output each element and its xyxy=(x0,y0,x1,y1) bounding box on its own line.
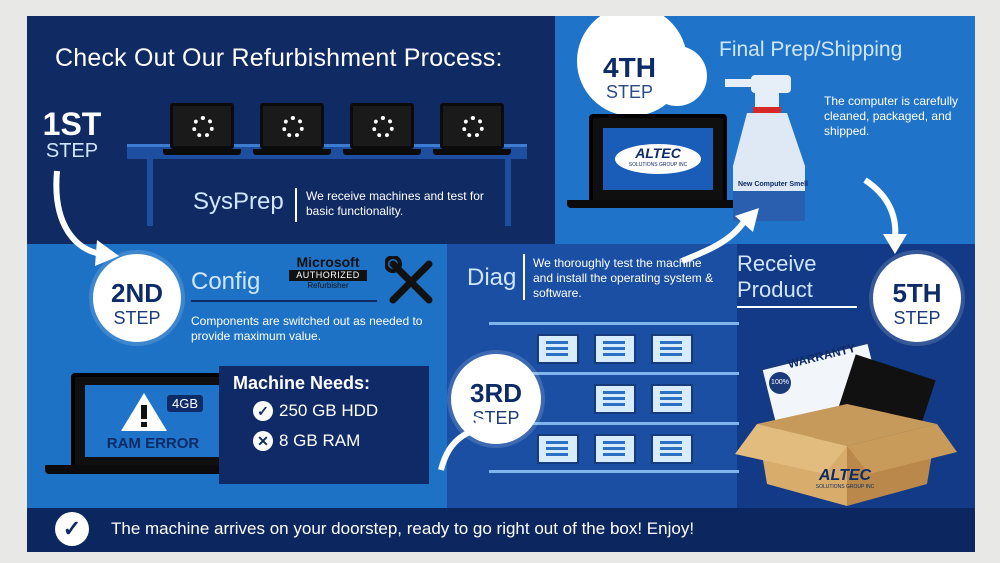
infographic-board: Check Out Our Refurbishment Process: 1ST… xyxy=(27,16,975,552)
sysprep-description: We receive machines and test for basic f… xyxy=(306,189,484,218)
altec-logo: ALTEC SOLUTIONS GROUP INC xyxy=(615,144,701,174)
receive-heading-line2: Product xyxy=(737,277,813,302)
box-logo: ALTEC SOLUTIONS GROUP INC xyxy=(797,467,893,491)
altec-logo-sub: SOLUTIONS GROUP INC xyxy=(628,162,688,168)
laptop-ram-error-icon: 4GB RAM ERROR xyxy=(71,373,235,469)
checklist-monitor-icon xyxy=(594,334,636,364)
diag-heading: Diag xyxy=(467,264,517,291)
diag-description: We thoroughly test the machine and insta… xyxy=(533,256,714,300)
footer-text: The machine arrives on your doorstep, re… xyxy=(111,519,695,538)
laptop-screen: ALTEC SOLUTIONS GROUP INC xyxy=(603,128,713,190)
laptop-screen: 4GB RAM ERROR xyxy=(85,385,221,457)
config-description: Components are switched out as needed to… xyxy=(191,314,423,343)
laptop-base xyxy=(45,465,253,474)
ram-badge: 4GB xyxy=(167,395,204,412)
sysprep-heading: SysPrep xyxy=(193,188,284,215)
step-1-number: 1ST xyxy=(42,106,102,142)
need-item-hdd: ✓ 250 GB HDD xyxy=(253,401,378,421)
rack-shelf xyxy=(489,322,739,371)
box-logo-text: ALTEC xyxy=(818,467,872,484)
checklist-monitor-icon xyxy=(594,384,636,414)
need-item-ram-text: 8 GB RAM xyxy=(279,431,361,450)
check-icon: ✓ xyxy=(253,401,273,421)
need-item-hdd-text: 250 GB HDD xyxy=(279,401,379,420)
final-prep-description: The computer is carefully cleaned, packa… xyxy=(824,94,959,138)
ms-logo-line2: AUTHORIZED xyxy=(289,270,367,281)
step-1-label: 1ST STEP xyxy=(37,108,107,162)
checklist-monitor-icon xyxy=(537,334,579,364)
ram-error-text: RAM ERROR xyxy=(106,435,200,452)
step-5-number: 5TH xyxy=(892,278,942,308)
step-5-word: STEP xyxy=(893,308,941,328)
final-prep-heading: Final Prep/Shipping xyxy=(719,38,903,61)
rack-shelf xyxy=(489,470,739,473)
step-5-badge: 5TH STEP xyxy=(873,254,961,342)
arrow-to-step5-icon xyxy=(863,177,907,254)
step-4-word: STEP xyxy=(605,82,653,102)
checklist-monitor-icon xyxy=(651,334,693,364)
step-3-number: 3RD xyxy=(469,378,522,408)
need-item-ram: ✕ 8 GB RAM xyxy=(253,431,360,451)
step-4-number: 4TH xyxy=(603,52,656,83)
config-heading: Config xyxy=(191,268,261,295)
checklist-monitor-icon xyxy=(537,434,579,464)
step-1-word: STEP xyxy=(45,140,99,162)
spray-bottle-icon xyxy=(725,75,805,221)
altec-logo-text: ALTEC xyxy=(635,145,681,161)
arrow-to-step4-icon xyxy=(680,208,759,264)
divider xyxy=(523,254,525,300)
x-circle-icon: ✕ xyxy=(253,431,273,451)
box-logo-sub: SOLUTIONS GROUP INC xyxy=(815,484,875,490)
warning-icon xyxy=(121,393,167,431)
machine-needs-card xyxy=(219,366,429,484)
checklist-monitor-icon xyxy=(651,434,693,464)
microsoft-authorized-logo: Microsoft AUTHORIZED Refurbisher xyxy=(289,255,367,297)
rack-shelf xyxy=(489,372,739,421)
desk-leg xyxy=(505,156,511,226)
page-title: Check Out Our Refurbishment Process: xyxy=(55,44,503,72)
arrow-to-step3-icon xyxy=(438,416,499,471)
laptop-loading-icon xyxy=(163,103,241,155)
laptop-base xyxy=(567,200,739,208)
laptop-loading-icon xyxy=(343,103,421,155)
curved-arrow-icon xyxy=(53,170,119,266)
receive-heading: Receive Product xyxy=(737,251,816,303)
rack-shelf xyxy=(489,422,739,471)
step-2-number: 2ND xyxy=(110,278,163,308)
seal-icon: 100% xyxy=(769,372,791,394)
ms-logo-line1: Microsoft xyxy=(296,254,360,270)
divider xyxy=(737,306,857,308)
machine-needs-title: Machine Needs: xyxy=(233,373,371,393)
divider xyxy=(295,188,297,222)
step-2-word: STEP xyxy=(113,308,161,328)
shipping-box-icon xyxy=(735,341,957,506)
wrench-screwdriver-icon xyxy=(385,256,433,304)
step-2-badge: 2ND STEP xyxy=(93,254,181,342)
cloud-shape xyxy=(647,46,707,106)
laptop-altec-icon: ALTEC SOLUTIONS GROUP INC xyxy=(589,114,727,204)
checklist-monitor-icon xyxy=(594,434,636,464)
laptop-loading-icon xyxy=(433,103,511,155)
ms-logo-line3: Refurbisher xyxy=(307,281,349,290)
step-3-badge: 3RD STEP xyxy=(451,354,541,444)
checklist-monitor-icon xyxy=(651,384,693,414)
desk-leg xyxy=(147,156,153,226)
checkmark-circle-icon: ✓ xyxy=(55,512,89,546)
laptop-loading-icon xyxy=(253,103,331,155)
divider xyxy=(191,300,377,302)
step-4-label: 4TH STEP xyxy=(587,52,672,103)
bottle-label: New Computer Smell xyxy=(737,181,808,188)
footer-banner xyxy=(27,508,975,552)
receive-heading-line1: Receive xyxy=(737,251,817,276)
